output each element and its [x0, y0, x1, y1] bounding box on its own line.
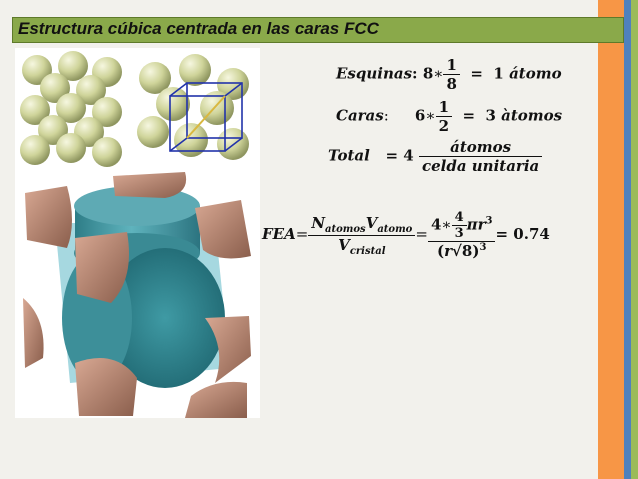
- accent-bar-orange: [598, 0, 624, 479]
- slide-title: Estructura cúbica centrada en las caras …: [18, 19, 379, 38]
- fcc-cut-cell-image: [15, 168, 260, 418]
- accent-bar-blue: [624, 0, 631, 479]
- fcc-sphere-packing-image: [15, 48, 125, 168]
- fcc-unit-cell-image: [125, 48, 260, 168]
- title-bar: [12, 17, 624, 43]
- accent-bar-green: [631, 0, 638, 479]
